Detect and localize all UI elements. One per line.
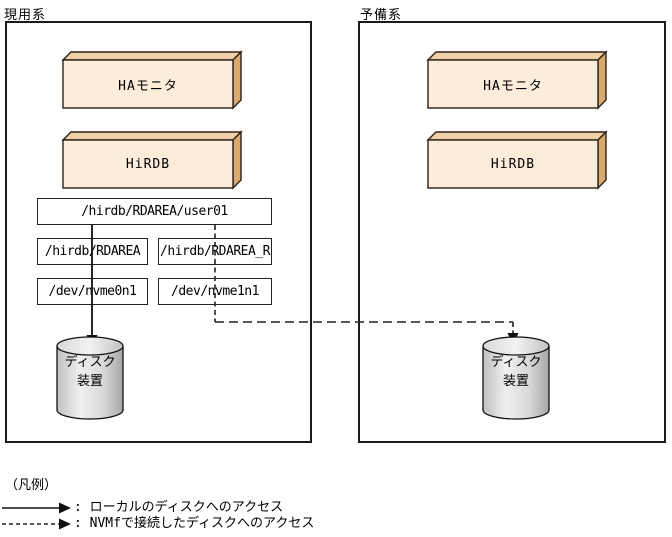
mount-dir-remote-box: /hirdb/RDAREA_R <box>158 238 272 265</box>
disk-label-standby: ディスク 装置 <box>483 353 549 391</box>
device-remote-box: /dev/nvme1n1 <box>158 278 272 305</box>
disk-label-standby-line2: 装置 <box>502 374 529 389</box>
device-remote-path: /dev/nvme1n1 <box>171 284 259 299</box>
device-local-box: /dev/nvme0n1 <box>37 278 148 305</box>
ha-monitor-label-standby: HAモニタ <box>483 78 543 94</box>
mount-dir-local-box: /hirdb/RDAREA <box>37 238 148 265</box>
active-system-label: 現用系 <box>4 8 47 23</box>
disk-label-active-line2: 装置 <box>76 374 103 389</box>
legend-item-local-label: : ローカルのディスクへのアクセス <box>74 500 284 515</box>
disk-label-active: ディスク 装置 <box>57 353 123 391</box>
legend-item-nvmf-label: : NVMfで接続したディスクへのアクセス <box>74 516 315 531</box>
hirdb-label-standby: HiRDB <box>490 156 536 172</box>
standby-system-panel <box>358 21 666 443</box>
ha-monitor-label-active: HAモニタ <box>118 78 178 94</box>
device-local-path: /dev/nvme0n1 <box>48 284 137 299</box>
disk-label-standby-line1: ディスク <box>490 355 542 370</box>
mount-dir-local-path: /hirdb/RDAREA <box>44 244 141 259</box>
standby-system-label: 予備系 <box>360 8 403 23</box>
rdarea-file-path: /hirdb/RDAREA/user01 <box>81 204 228 219</box>
legend-dashed-arrow-icon <box>2 518 71 530</box>
rdarea-file-box: /hirdb/RDAREA/user01 <box>37 198 272 225</box>
disk-label-active-line1: ディスク <box>64 355 116 370</box>
hirdb-label-active: HiRDB <box>125 156 171 172</box>
mount-dir-remote-path: /hirdb/RDAREA_R <box>160 244 270 259</box>
legend-title: （凡例） <box>5 478 58 493</box>
legend-solid-arrow-icon <box>2 502 71 514</box>
active-system-panel <box>5 21 312 443</box>
